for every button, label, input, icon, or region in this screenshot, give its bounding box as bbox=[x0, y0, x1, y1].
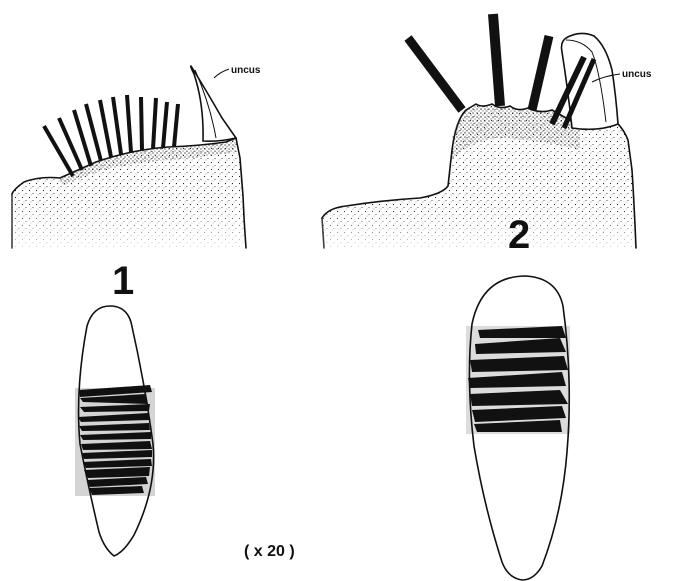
spindle-1 bbox=[75, 306, 155, 556]
figure-1-mouthpart: uncus 1 bbox=[10, 65, 261, 303]
scale-label: ( x 20 ) bbox=[244, 543, 295, 560]
uncus-label-1: uncus bbox=[231, 65, 261, 76]
spindle-2 bbox=[466, 276, 570, 580]
figure-2-number: 2 bbox=[508, 213, 530, 257]
uncus-label-2: uncus bbox=[622, 69, 652, 80]
figure-1-number: 1 bbox=[112, 259, 134, 303]
figure-2-mouthpart: uncus 2 bbox=[320, 14, 652, 257]
